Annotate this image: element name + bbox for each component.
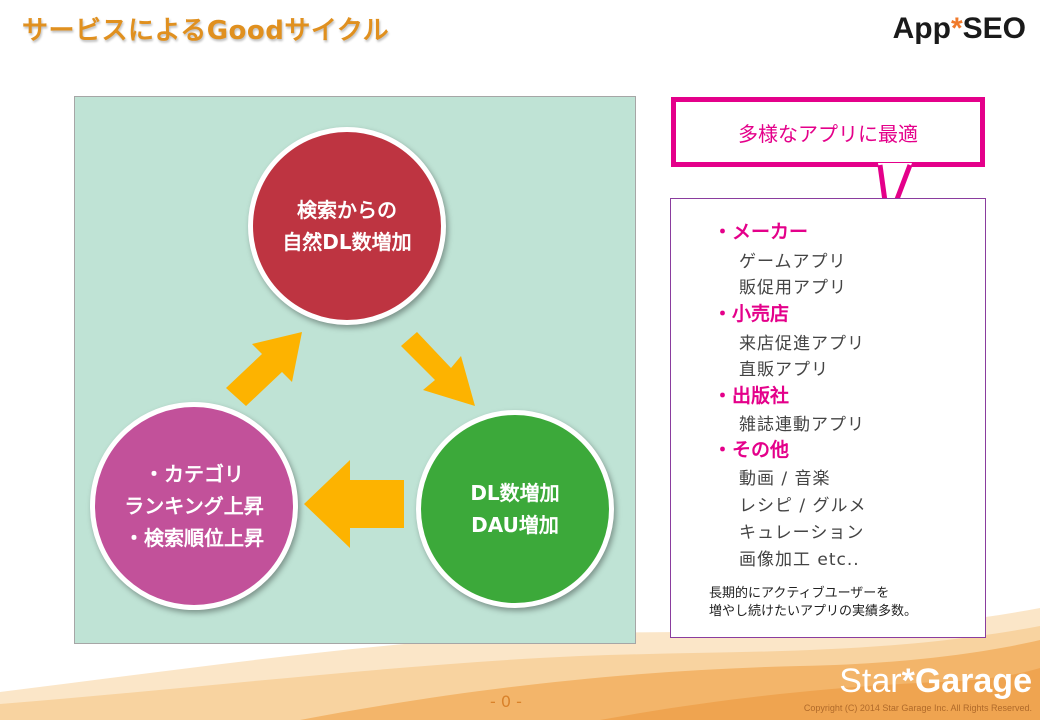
step-top-line1: 検索からの	[296, 198, 397, 222]
step-left-line2: ランキング上昇	[124, 494, 264, 518]
category-other: ・その他	[713, 439, 790, 461]
list-item: 動画 / 音楽	[739, 469, 831, 489]
step-right-line2: DAU増加	[471, 513, 559, 537]
step-top-line2: 自然DL数増加	[282, 230, 412, 254]
list-item: 雑誌連動アプリ	[739, 415, 865, 435]
star-garage-logo: Star*Garage	[839, 662, 1032, 701]
page-title: サービスによるGoodサイクル	[22, 16, 390, 46]
step-right-line1: DL数増加	[470, 481, 560, 505]
note-line1: 長期的にアクティブユーザーを	[709, 586, 890, 601]
app-type-list-box: ・メーカー ゲームアプリ 販促用アプリ ・小売店 来店促進アプリ 直販アプリ ・…	[670, 198, 986, 638]
list-item: キュレーション	[739, 523, 865, 543]
list-item: 販促用アプリ	[739, 278, 847, 298]
achievement-note: 長期的にアクティブユーザーを 増やし続けたいアプリの実績多数。	[709, 585, 917, 621]
list-item: ゲームアプリ	[739, 252, 847, 272]
category-publisher: ・出版社	[713, 385, 790, 407]
arrow-up-right-icon	[226, 332, 302, 406]
category-retailer: ・小売店	[713, 303, 790, 325]
brand-star-text: Star	[839, 662, 902, 700]
list-item: 来店促進アプリ	[739, 334, 865, 354]
category-maker: ・メーカー	[713, 221, 809, 243]
brand-mark: *	[901, 662, 915, 700]
cycle-step-ranking-rise: ・カテゴリ ランキング上昇 ・検索順位上昇	[90, 402, 298, 610]
logo-star: *	[950, 12, 963, 45]
callout-box: 多様なアプリに最適	[671, 97, 985, 167]
arrow-down-right-icon	[401, 332, 475, 406]
list-item: レシピ / グルメ	[739, 496, 867, 516]
app-seo-logo: App*SEO	[893, 12, 1026, 46]
copyright-text: Copyright (C) 2014 Star Garage Inc. All …	[803, 703, 1032, 713]
list-item: 直販アプリ	[739, 360, 829, 380]
step-left-line1: ・カテゴリ	[144, 462, 244, 486]
brand-garage-text: Garage	[914, 662, 1032, 700]
callout-text: 多様なアプリに最適	[738, 121, 918, 146]
page-number: - 0 -	[490, 692, 522, 711]
step-left-line3: ・検索順位上昇	[124, 526, 264, 550]
logo-tail-text: SEO	[962, 12, 1026, 45]
cycle-step-organic-downloads: 検索からの 自然DL数増加	[248, 127, 446, 325]
note-line2: 増やし続けたいアプリの実績多数。	[709, 604, 918, 619]
arrow-left-icon	[304, 460, 404, 548]
logo-main-text: App	[892, 12, 951, 45]
cycle-step-dl-dau-increase: DL数増加 DAU増加	[416, 410, 614, 608]
list-item: 画像加工 etc..	[739, 550, 860, 570]
